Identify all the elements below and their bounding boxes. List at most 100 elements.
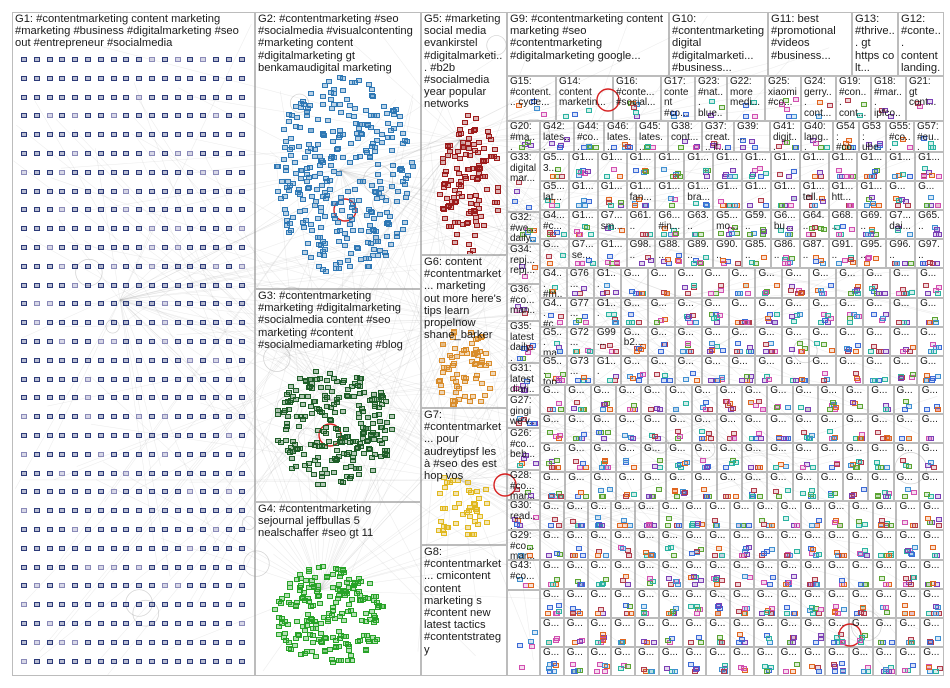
group-panel-g24[interactable]: G24: gerry... cont... — [801, 76, 836, 121]
node — [85, 339, 91, 344]
node — [46, 301, 53, 307]
node — [847, 203, 854, 209]
node — [72, 395, 79, 401]
group-panel-g37[interactable]: G37: creat... if... — [702, 121, 734, 152]
node — [796, 312, 803, 318]
group-panel-g2[interactable]: G2: #contentmarketing #seo #socialmedia … — [255, 12, 421, 289]
small-group-cell-label: G... — [899, 646, 916, 658]
group-panel-g41[interactable]: G41: digit... — [770, 121, 801, 152]
node — [834, 635, 841, 641]
node — [409, 159, 416, 165]
node — [453, 354, 460, 360]
node — [46, 508, 53, 514]
group-panel-g31[interactable]: G31: latest diari... — [507, 363, 540, 395]
node — [59, 433, 66, 438]
node — [314, 593, 321, 599]
node — [518, 665, 525, 671]
node — [771, 319, 778, 325]
group-panel-g29[interactable]: G29: #co... mar... — [507, 530, 540, 560]
group-panel-g19[interactable]: G19: #con... cont... — [836, 76, 871, 121]
node — [293, 123, 300, 129]
node — [174, 376, 181, 382]
small-group-cell-label: G... — [795, 472, 812, 484]
group-panel-g12[interactable]: G12: #conte... content landing... — [898, 12, 944, 76]
group-panel-g35[interactable]: G35: latest daily... — [507, 321, 540, 363]
node — [789, 347, 796, 353]
node — [389, 147, 396, 153]
group-panel-g42[interactable]: G42: lates... — [540, 121, 574, 152]
group-panel-g57[interactable]: G57: #eu... — [914, 121, 944, 152]
group-panel-g54[interactable]: G54: #co... — [833, 121, 859, 152]
node — [326, 187, 333, 193]
node — [288, 384, 294, 390]
node — [374, 171, 381, 177]
node — [742, 283, 749, 289]
node — [825, 313, 832, 319]
node — [367, 222, 374, 228]
group-panel-g46[interactable]: G46: lates... — [604, 121, 636, 152]
node — [818, 290, 825, 296]
node — [849, 399, 856, 405]
group-panel-g36[interactable]: G36: #co... man... — [507, 284, 540, 321]
group-panel-g44[interactable]: G44: #co... — [574, 121, 604, 152]
group-panel-g10[interactable]: G10: #contentmarketing digital #digitalm… — [669, 12, 768, 76]
node — [110, 583, 117, 589]
small-group-cell-label: G... — [828, 501, 845, 513]
small-group-cell-label: G... — [566, 588, 583, 600]
small-group-cell[interactable]: G5... mo... — [713, 210, 742, 240]
node — [638, 290, 645, 296]
group-panel-g3[interactable]: G3: #contentmarketing #marketing #digita… — [255, 289, 421, 502]
group-panel-g55[interactable]: G55: #co... — [886, 121, 914, 152]
small-group-cell[interactable]: G5... ma... — [540, 326, 567, 356]
small-group-cell[interactable]: G5... top... — [540, 355, 567, 385]
small-group-cell[interactable]: G4... #c... — [540, 297, 567, 327]
group-panel-g45[interactable]: G45: lates... — [636, 121, 668, 152]
group-panel-g17[interactable]: G17: content #co... — [661, 76, 695, 121]
group-panel-g28[interactable]: G28: #co... mar... — [507, 470, 540, 500]
group-panel-g13[interactable]: G13: #thrive... gt https co lt... — [852, 12, 898, 76]
group-panel-g53[interactable]: G53: ube... — [859, 121, 886, 152]
group-panel-g27[interactable]: G27: gingi we'v... — [507, 395, 540, 428]
node — [296, 376, 303, 382]
node — [454, 371, 461, 377]
node — [136, 639, 143, 645]
node — [308, 442, 315, 448]
node — [136, 508, 143, 514]
group-panel-g18[interactable]: G18: #mar... ipfco... — [871, 76, 906, 121]
node — [700, 486, 707, 492]
small-group-cell-label: G... — [566, 530, 583, 542]
group-panel-g1[interactable]: G1: #contentmarketing content marketing … — [12, 12, 255, 676]
group-panel-g30[interactable]: G30: read... #co... — [507, 500, 540, 530]
node — [335, 170, 342, 176]
small-group-cell-label: G1... — [687, 152, 709, 163]
node — [751, 114, 758, 119]
node — [46, 282, 53, 288]
small-group-cell-label: G... — [820, 414, 837, 425]
node — [59, 245, 66, 250]
node — [46, 545, 53, 551]
node — [21, 451, 27, 457]
small-group-cell-label: G... — [921, 384, 938, 396]
group-panel-g23[interactable]: G23: #nat... blue... — [695, 76, 727, 121]
small-group-cell-label: G... b2... — [623, 326, 644, 349]
node — [289, 439, 296, 445]
group-panel-g20[interactable]: G20: #ma... #co... — [507, 121, 540, 152]
node — [574, 400, 581, 406]
group-panel-g32[interactable]: G32: #we... daily... — [507, 212, 540, 244]
small-group-cell-label: G... — [770, 472, 787, 484]
small-group-cell-label: G... — [677, 326, 694, 338]
node — [213, 395, 219, 401]
node — [305, 467, 312, 472]
node — [870, 312, 877, 318]
node — [934, 203, 941, 209]
group-panel-g40[interactable]: G40: lang... — [801, 121, 833, 152]
group-panel-g4[interactable]: G4: #contentmarketing sejournal jeffbull… — [255, 502, 421, 676]
node — [783, 604, 790, 610]
node — [653, 319, 660, 325]
node — [21, 113, 27, 119]
node — [33, 414, 40, 420]
small-group-cell-label: G1... — [600, 181, 623, 193]
node — [470, 208, 477, 214]
node — [909, 372, 916, 378]
small-group-cell[interactable]: G4... #m... — [540, 268, 567, 298]
